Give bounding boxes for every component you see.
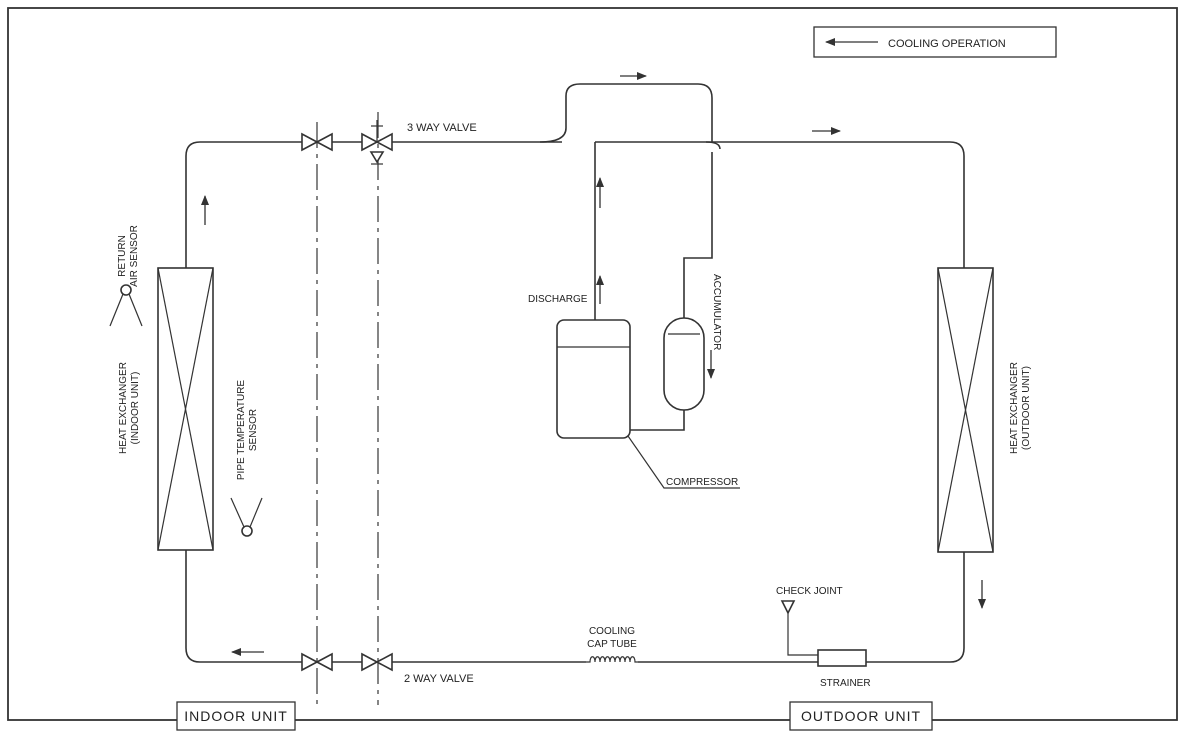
pipe-temperature-sensor-label-1: PIPE TEMPERATURE [236, 380, 247, 481]
outdoor-unit-box: OUTDOOR UNIT [789, 701, 933, 731]
outdoor-hx-label-1: HEAT EXCHANGER [1009, 362, 1020, 454]
compressor-label: COMPRESSOR [666, 477, 738, 488]
return-air-sensor-label-2: AIR SENSOR [129, 225, 140, 287]
check-joint-label: CHECK JOINT [776, 586, 843, 597]
indoor-hx-label-2: (INDOOR UNIT) [130, 372, 141, 445]
outdoor-unit-label: OUTDOOR UNIT [801, 708, 921, 724]
accumulator [663, 317, 705, 411]
outdoor-hx-label-2: (OUTDOOR UNIT) [1021, 366, 1032, 450]
two-way-valve-label: 2 WAY VALVE [404, 673, 474, 685]
legend: COOLING OPERATION [813, 26, 1057, 58]
return-air-sensor [109, 284, 143, 327]
indoor-heat-exchanger [157, 267, 214, 551]
outdoor-heat-exchanger [937, 267, 994, 553]
refrigerant-piping [185, 83, 965, 663]
flow-arrows [201, 72, 986, 656]
diagram-frame [7, 7, 1178, 721]
return-air-sensor-label-1: RETURN [117, 235, 128, 277]
compressor-leader [627, 435, 740, 489]
strainer-label: STRAINER [820, 678, 871, 689]
strainer [817, 649, 867, 667]
indoor-hx-label-1: HEAT EXCHANGER [118, 362, 129, 454]
cooling-cap-tube-label-1: COOLING [589, 626, 635, 637]
legend-text: COOLING OPERATION [888, 38, 1006, 50]
cooling-cap-tube-label-2: CAP TUBE [587, 639, 637, 650]
accumulator-label: ACCUMULATOR [711, 274, 722, 350]
two-way-valve [361, 652, 393, 672]
indoor-unit-label: INDOOR UNIT [184, 708, 288, 724]
valve-top-left [301, 132, 333, 152]
cap-tube [586, 656, 638, 663]
three-way-valve-label: 3 WAY VALVE [407, 122, 477, 134]
compressor [556, 319, 631, 439]
valve-bottom-left [301, 652, 333, 672]
three-way-valve [361, 120, 393, 165]
check-joint [780, 600, 796, 615]
pipe-temperature-sensor-label-2: SENSOR [248, 409, 259, 451]
discharge-label: DISCHARGE [528, 294, 588, 305]
indoor-unit-box: INDOOR UNIT [176, 701, 296, 731]
pipe-temperature-sensor [230, 497, 263, 537]
